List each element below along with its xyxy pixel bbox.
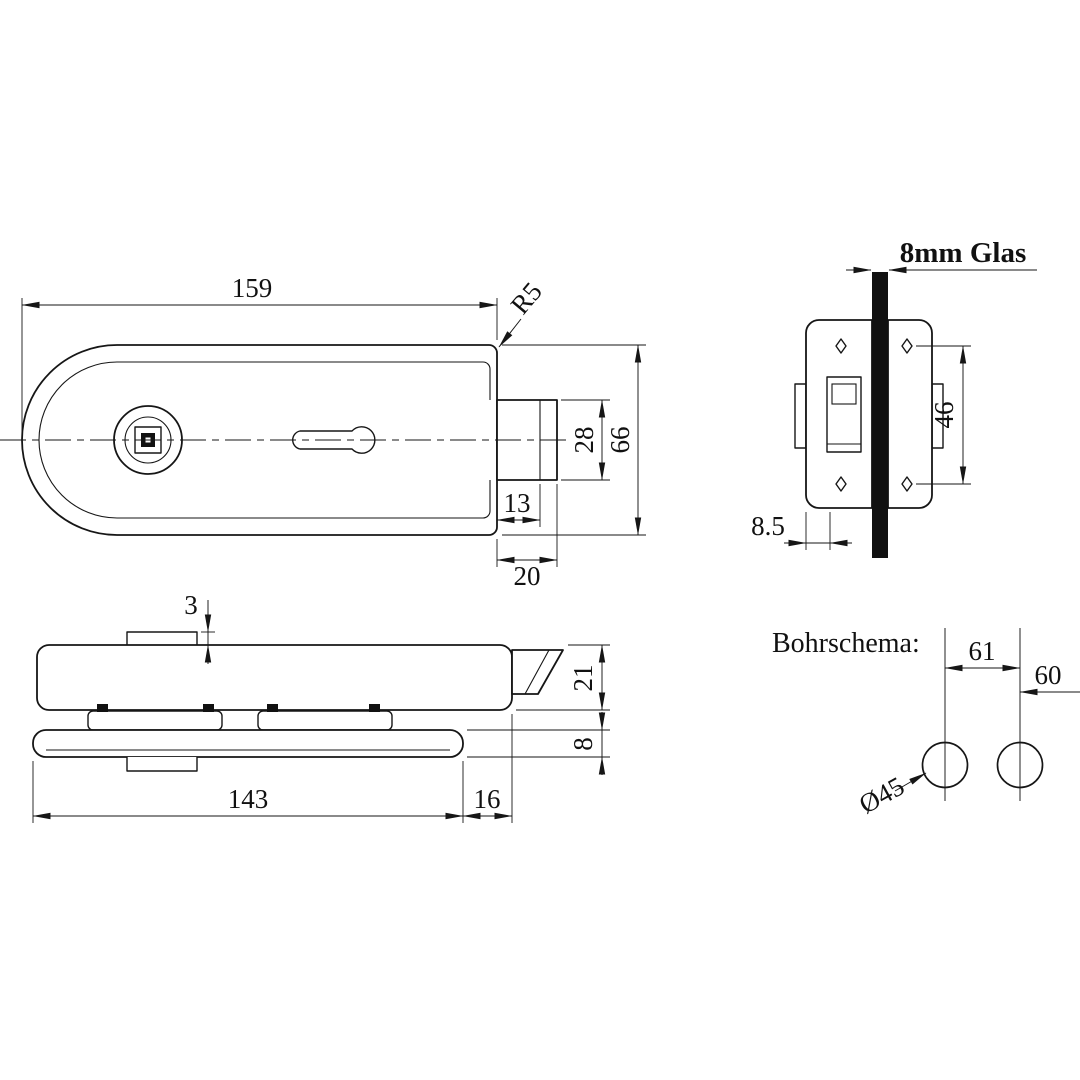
- drill-schema: Bohrschema: 61 60 Ø45: [772, 628, 1080, 820]
- dim-label-latch-overhang: 16: [474, 784, 501, 814]
- dimension-body-height: 66: [502, 344, 646, 536]
- dim-label-edge-distance: 60: [1035, 660, 1062, 690]
- side-tab-left: [794, 383, 807, 449]
- dimension-latch-flat: 13: [496, 484, 541, 527]
- dimension-latch-depth: 20: [496, 484, 558, 591]
- latch-housing-inner: [831, 383, 857, 405]
- pad-screw-mark: [267, 704, 278, 712]
- dimension-face-offset: 8.5: [751, 511, 852, 550]
- screw-mark: [835, 476, 847, 492]
- leader-line: [498, 318, 522, 348]
- clamp-pad: [87, 710, 223, 731]
- dim-label-latch-flat: 13: [504, 488, 531, 518]
- clamp-pad: [257, 710, 393, 731]
- drill-hole-right: [996, 741, 1044, 789]
- cover-plate: [32, 729, 464, 758]
- dimension-edge-distance: 60: [1019, 660, 1080, 696]
- dimension-glass-thickness: 8mm Glas: [846, 237, 1037, 274]
- plan-body: [36, 644, 513, 711]
- leader-line: [894, 772, 927, 792]
- dim-label-tab-height: 3: [184, 590, 198, 620]
- screw-mark: [901, 476, 913, 492]
- dimension-screw-spacing: 46: [916, 345, 971, 485]
- dimension-corner-radius: R5: [498, 276, 548, 348]
- dimension-hole-diameter: Ø45: [854, 771, 927, 820]
- dim-label-face-offset: 8.5: [751, 511, 785, 541]
- screw-mark: [901, 338, 913, 354]
- glass-label: 8mm Glas: [900, 237, 1026, 269]
- dim-label-hole-spacing: 61: [969, 636, 996, 666]
- side-view: 8mm Glas 46 8.5: [751, 237, 1037, 558]
- dim-label-plate-length: 143: [228, 784, 269, 814]
- dimension-hole-spacing: 61: [944, 636, 1021, 672]
- dimension-plate-thickness: 8: [467, 712, 610, 775]
- drill-schema-title: Bohrschema:: [772, 628, 920, 659]
- plan-bottom-tab: [126, 757, 198, 772]
- dimension-body-thickness: 21: [516, 644, 610, 711]
- screw-mark: [835, 338, 847, 354]
- pad-screw-mark: [203, 704, 214, 712]
- plan-view: 3 21 8 143 16: [32, 590, 610, 823]
- dim-label-body-height: 66: [605, 427, 635, 454]
- dimension-latch-height: 28: [561, 399, 610, 481]
- dim-label-latch-depth: 20: [514, 561, 541, 591]
- front-view: 159 R5 28 66 13: [0, 273, 646, 591]
- plan-top-tab: [126, 631, 198, 645]
- pad-screw-mark: [97, 704, 108, 712]
- latch-housing: [826, 376, 862, 453]
- dimension-length: 159: [21, 273, 498, 432]
- dim-label-hole-diameter: Ø45: [854, 771, 909, 820]
- dimension-tab-height: 3: [184, 590, 215, 664]
- drill-hole-left: [921, 741, 969, 789]
- dim-label-screw-spacing: 46: [929, 402, 959, 429]
- dim-label-plate-thickness: 8: [568, 737, 598, 751]
- dim-label-latch-height: 28: [569, 427, 599, 454]
- dim-label-corner-radius: R5: [505, 276, 548, 319]
- glass-pane: [872, 272, 888, 558]
- dimension-plate-length: 143 16: [32, 714, 513, 823]
- dim-label-body-thickness: 21: [568, 665, 598, 692]
- plan-latch-bevel: [524, 649, 550, 695]
- side-body-right: [887, 319, 933, 509]
- pad-screw-mark: [369, 704, 380, 712]
- dim-label-length: 159: [232, 273, 273, 303]
